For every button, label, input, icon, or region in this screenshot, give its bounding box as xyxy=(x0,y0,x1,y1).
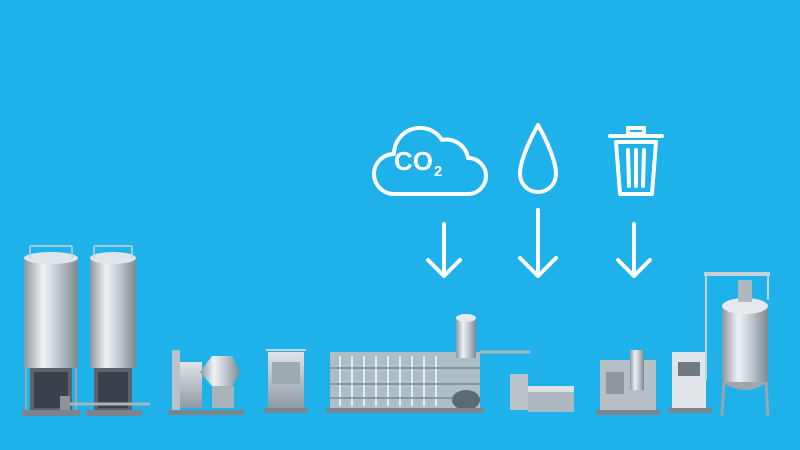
arrow-down-icon xyxy=(518,208,558,278)
control-cabinet xyxy=(668,352,712,413)
filter-skid xyxy=(264,349,308,413)
co2-subscript: 2 xyxy=(434,163,443,180)
storage-container xyxy=(510,374,574,412)
co2-label: CO2 xyxy=(394,146,454,180)
water-drop-icon xyxy=(518,123,558,194)
processing-line xyxy=(326,314,530,413)
separator-machine xyxy=(168,350,244,415)
co2-cloud-icon xyxy=(372,125,488,196)
mixing-tank xyxy=(704,272,770,417)
cip-skid xyxy=(596,350,660,415)
arrow-down-icon xyxy=(426,222,462,278)
arrow-down-icon xyxy=(616,222,652,278)
co2-text: CO xyxy=(394,146,433,176)
silo-tank xyxy=(86,245,142,416)
silo-tank xyxy=(22,245,80,416)
trash-bin-icon xyxy=(608,126,664,196)
